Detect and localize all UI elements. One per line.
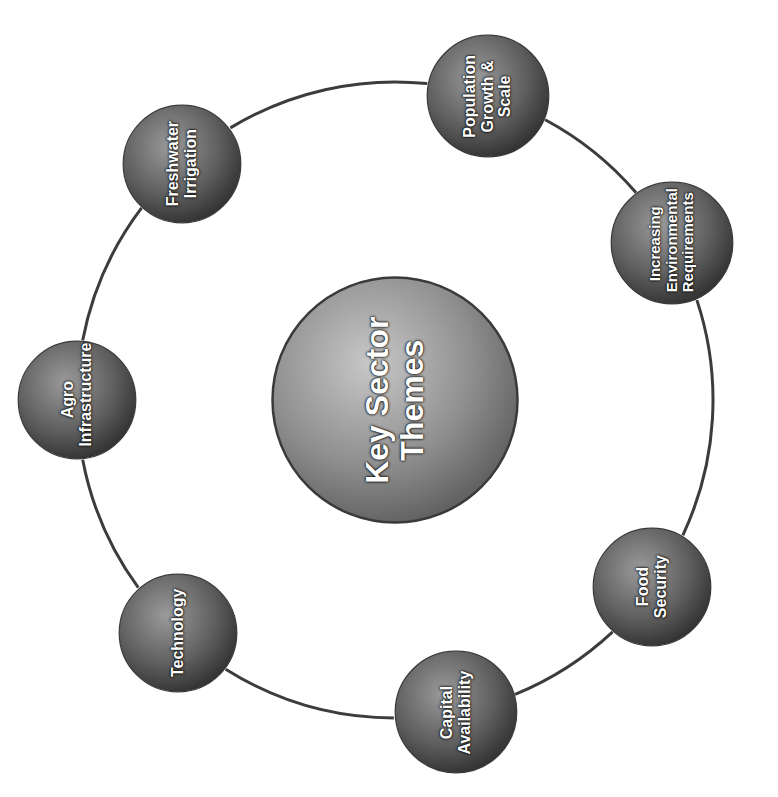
ring-arc: [226, 669, 394, 718]
theme-circle: Technology: [118, 573, 238, 693]
ring-arc: [545, 120, 636, 193]
theme-circle: Agro Infrastructure: [17, 340, 137, 460]
theme-label: Increasing Environmental Requirements: [647, 195, 697, 292]
theme-circle: Freshwater Irrigation: [122, 104, 242, 224]
theme-label: Freshwater Irrigation: [165, 117, 200, 211]
ring-arc: [230, 82, 427, 128]
ring-arc: [83, 208, 142, 340]
theme-circle: Population Growth & Scale: [426, 34, 550, 158]
theme-hub-circle: Key Sector Themes: [270, 275, 520, 525]
theme-circle: Increasing Environmental Requirements: [610, 181, 734, 305]
theme-label: Population Growth & Scale: [462, 47, 515, 144]
ring-arc: [683, 300, 713, 535]
theme-circle: Food Security: [592, 527, 712, 647]
ring-arc: [515, 632, 613, 695]
theme-label: Agro Infrastructure: [59, 353, 94, 447]
hub-title: Key Sector Themes: [360, 303, 430, 498]
theme-circle: Capital Availability: [394, 650, 518, 774]
theme-label: Food Security: [635, 540, 670, 634]
theme-label: Capital Availability: [438, 664, 473, 761]
theme-label: Technology: [169, 586, 187, 680]
ring-arc: [83, 460, 139, 588]
